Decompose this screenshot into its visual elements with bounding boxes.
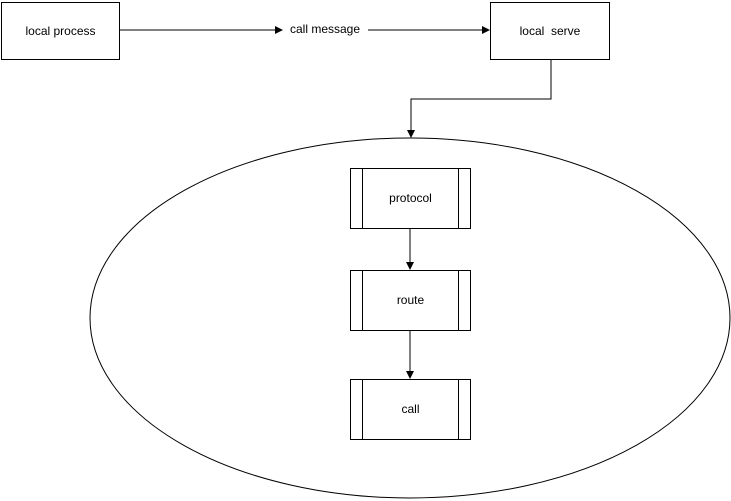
node-protocol: protocol [350, 168, 471, 229]
predefined-process-bar-left [362, 169, 363, 228]
edge-serve-to-ellipse [407, 60, 552, 138]
node-local-process-label: local process [25, 23, 96, 38]
node-protocol-label: protocol [389, 191, 432, 206]
predefined-process-bar-left [362, 271, 363, 330]
predefined-process-bar-right [458, 380, 459, 439]
edge-label-call-message: call message [284, 22, 366, 36]
node-route-label: route [396, 293, 425, 308]
node-local-process: local process [1, 2, 120, 60]
node-local-serve-label: local serve [519, 23, 581, 38]
predefined-process-bar-left [362, 380, 363, 439]
node-local-serve: local serve [490, 2, 610, 60]
boundary-ellipse [89, 137, 731, 499]
predefined-process-bar-right [458, 271, 459, 330]
node-route: route [350, 270, 471, 331]
predefined-process-bar-right [458, 169, 459, 228]
node-call: call [350, 379, 471, 440]
node-call-label: call [401, 402, 420, 417]
